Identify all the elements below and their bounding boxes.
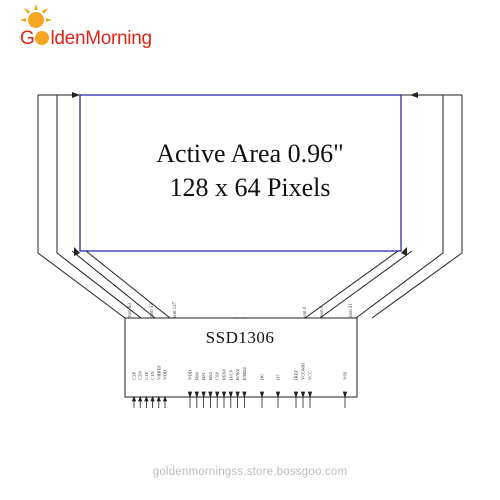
footer-url: goldenmorningss.store.bossgoo.com: [152, 466, 348, 478]
pin-label: VCC: [308, 371, 313, 380]
pin-label: C2P: [132, 372, 137, 380]
pin-label: E/RD#: [242, 367, 247, 380]
seg-label-left-1: Common 63: [128, 303, 133, 328]
pin-arrow: [156, 395, 161, 402]
pin-arrow: [144, 395, 149, 402]
pin-label: C1P: [144, 372, 149, 380]
ssd1306-chip: [124, 317, 358, 398]
pin-label: VSS: [343, 371, 348, 380]
pin-arrow: [228, 391, 233, 399]
pin-arrow: [187, 391, 193, 399]
seg-label-left-3: Segment 127: [173, 301, 178, 328]
pin-arrow: [259, 391, 265, 399]
pin-label: RES#: [222, 369, 227, 380]
pin-label: C2N: [138, 371, 143, 380]
pin-label: VBREF: [156, 365, 161, 380]
seg-label-right-3: Common 31: [349, 303, 354, 328]
pin-arrow: [215, 391, 220, 399]
pin-arrow: [242, 391, 247, 399]
pin-label: R/W#: [235, 368, 240, 380]
pin-label: D7: [276, 374, 281, 380]
seg-label-right-2: Common 0: [320, 305, 325, 328]
pin-label: VDD: [163, 369, 168, 380]
pin-label: BS0: [194, 371, 199, 380]
active-area-frame: [79, 94, 402, 252]
pin-label: VCOMH: [301, 362, 306, 380]
pin-arrow: [138, 395, 143, 402]
seg-label-left-2: Common 32: [150, 303, 155, 328]
pin-label: CS#: [215, 371, 220, 380]
chip-label: SSD1306: [205, 328, 275, 347]
pin-arrow: [307, 391, 313, 399]
pin-arrow: [300, 391, 306, 399]
pin-arrow: [342, 391, 348, 399]
pin-arrow: [293, 391, 299, 399]
pin-arrow: [131, 395, 137, 402]
pin-arrow: [221, 391, 227, 399]
resolution-title: 128 x 64 Pixels: [169, 173, 331, 202]
pin-arrow: [150, 395, 155, 402]
pin-arrow: [275, 391, 281, 399]
pin-label: C1N: [150, 371, 155, 380]
active-area-title: Active Area 0.96": [156, 139, 344, 168]
right-top-arrow: [410, 92, 418, 98]
pin-arrow: [194, 391, 199, 399]
pin-arrow: [235, 391, 240, 399]
pin-label: VDD: [188, 369, 193, 380]
pin-label: BS1: [201, 371, 206, 380]
left-flex-outer: [37, 95, 126, 319]
segment-dots: . . .: [235, 311, 245, 320]
pin-label: IREF: [294, 370, 299, 380]
pin-label: BS2: [208, 371, 213, 380]
pin-label: D0: [260, 374, 265, 380]
right-flex-outer: [371, 95, 463, 319]
seg-label-right-1: Segment 0: [303, 306, 308, 328]
pin-arrow: [208, 391, 213, 399]
sun-icon: [20, 4, 52, 28]
pin-arrow: [162, 395, 168, 402]
pin-arrow: [201, 391, 206, 399]
left-top-arrow: [72, 92, 80, 98]
pin-label: D/C#: [228, 369, 233, 380]
